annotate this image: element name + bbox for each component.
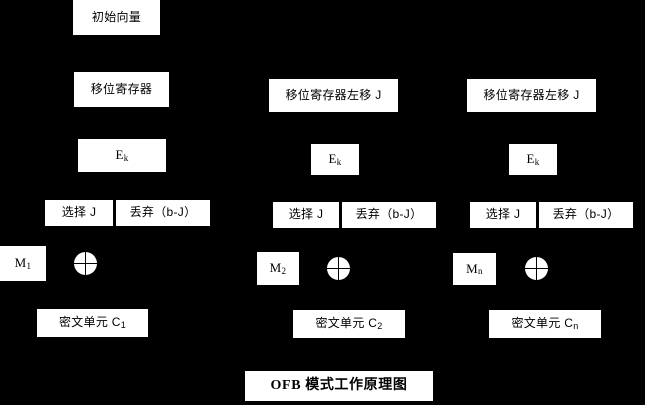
plaintext-label-1: M [14, 255, 27, 271]
shift-register-box-3: 移位寄存器左移 J [467, 79, 596, 112]
initial-vector-box: 初始向量 [73, 0, 160, 35]
discard-box-1: 丢弃（b-J） [116, 200, 210, 226]
shift-register-label-2: 移位寄存器左移 J [285, 87, 382, 102]
discard-label-3: 丢弃（b-J） [552, 207, 620, 222]
ciphertext-label-1: 密文单元 C [58, 315, 121, 330]
shift-register-label-1: 移位寄存器 [90, 81, 153, 96]
plaintext-label-3: M [466, 260, 479, 276]
plaintext-subscript-1: 1 [26, 260, 32, 271]
shift-register-box-1: 移位寄存器 [74, 72, 169, 107]
xor-symbol-1 [74, 252, 97, 275]
ciphertext-label-2: 密文单元 C [315, 316, 378, 331]
plaintext-subscript-2: 2 [281, 265, 287, 276]
discard-box-2: 丢弃（b-J） [342, 202, 436, 228]
encrypt-label-1: E [115, 147, 124, 163]
xor-symbol-2 [327, 257, 350, 280]
ciphertext-subscript-2: 2 [377, 321, 383, 332]
diagram-title-box: OFB 模式工作原理图 [245, 371, 433, 401]
ciphertext-label-3: 密文单元 C [511, 316, 574, 331]
plaintext-label-2: M [269, 260, 282, 276]
plaintext-subscript-3: n [478, 266, 483, 277]
discard-box-3: 丢弃（b-J） [539, 202, 633, 228]
shift-register-box-2: 移位寄存器左移 J [269, 79, 398, 112]
ciphertext-subscript-1: 1 [120, 320, 127, 331]
shift-register-label-3: 移位寄存器左移 J [483, 87, 580, 102]
select-box-3: 选择 J [470, 202, 536, 228]
ciphertext-subscript-3: n [573, 321, 579, 332]
encrypt-subscript-3: k [534, 156, 540, 167]
encrypt-label-3: E [526, 151, 535, 167]
select-label-1: 选择 J [61, 205, 97, 220]
select-label-2: 选择 J [288, 207, 324, 222]
encrypt-label-2: E [328, 151, 337, 167]
encrypt-subscript-2: k [336, 156, 342, 167]
encrypt-subscript-1: k [123, 152, 129, 163]
select-box-2: 选择 J [273, 202, 339, 228]
discard-label-1: 丢弃（b-J） [129, 205, 197, 220]
initial-vector-label: 初始向量 [91, 9, 142, 24]
select-label-3: 选择 J [485, 207, 521, 222]
diagram-title-label: OFB 模式工作原理图 [270, 378, 408, 394]
select-box-1: 选择 J [45, 200, 113, 226]
discard-label-2: 丢弃（b-J） [355, 207, 423, 222]
xor-symbol-3 [525, 257, 548, 280]
